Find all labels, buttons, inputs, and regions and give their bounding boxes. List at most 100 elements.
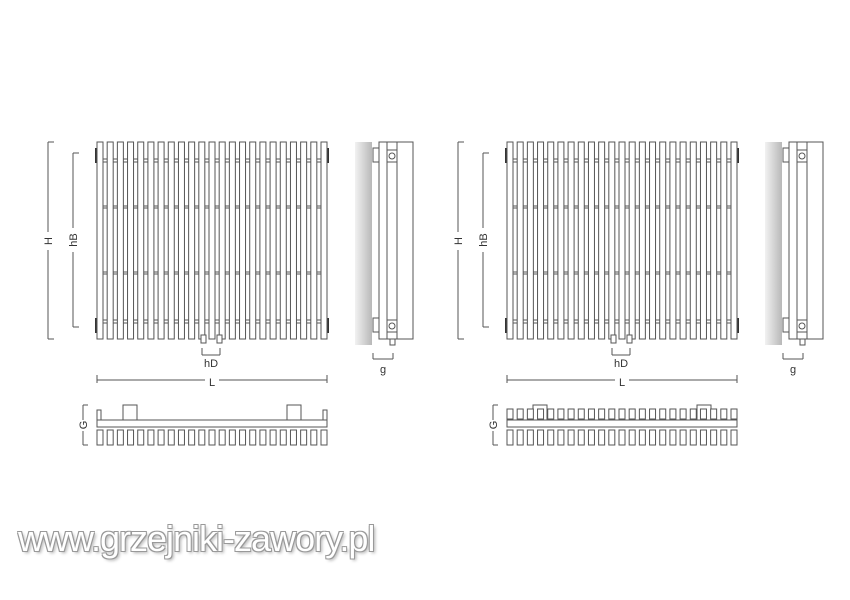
tube	[720, 141, 728, 340]
tube	[699, 141, 707, 340]
top-tube-back	[649, 408, 657, 420]
dimension-label-L: L	[619, 377, 625, 389]
bracket-block	[796, 319, 808, 333]
valve-connection	[200, 334, 207, 344]
top-tube-front	[669, 429, 677, 446]
top-tube-front	[177, 429, 185, 446]
tube	[618, 141, 626, 340]
tube	[557, 141, 565, 340]
top-tube-front	[239, 429, 247, 446]
top-tube-back	[608, 408, 616, 420]
tube	[679, 141, 687, 340]
top-tube-front	[699, 429, 707, 446]
top-tube-front	[157, 429, 165, 446]
tube	[116, 141, 124, 340]
top-tube-front	[537, 429, 545, 446]
bracket-block	[386, 149, 398, 163]
tube	[198, 141, 206, 340]
top-tube-back	[526, 408, 534, 420]
dimension-label-g: g	[380, 364, 386, 376]
tube	[669, 141, 677, 340]
top-tube-front	[506, 429, 514, 446]
top-tube-front	[106, 429, 114, 446]
wall	[765, 142, 782, 345]
top-tube-front	[208, 429, 216, 446]
top-tube-front	[188, 429, 196, 446]
top-tube-front	[710, 429, 718, 446]
tube	[167, 141, 175, 340]
bracket-screw	[388, 322, 396, 330]
top-tube-front	[659, 429, 667, 446]
top-tube-back	[628, 408, 636, 420]
tube	[259, 141, 267, 340]
dimension-label-G: G	[488, 421, 500, 430]
top-tube-front	[577, 429, 585, 446]
top-collector	[96, 419, 328, 428]
watermark: www.grzejniki-zawory.pl	[18, 518, 375, 559]
valve-connection	[626, 334, 633, 344]
wall	[355, 142, 372, 345]
top-tube-front	[638, 429, 646, 446]
tube	[239, 141, 247, 340]
valve-connection	[216, 334, 223, 344]
bracket-block	[796, 149, 808, 163]
top-tube-back	[537, 408, 545, 420]
dimension-label-L: L	[209, 377, 215, 389]
tube	[269, 141, 277, 340]
top-tube-back	[699, 408, 707, 420]
tube	[516, 141, 524, 340]
wall-bracket	[782, 147, 790, 163]
top-tube-front	[96, 429, 104, 446]
top-tube-front	[618, 429, 626, 446]
top-tube-front	[720, 429, 728, 446]
wall-bracket	[372, 147, 380, 163]
top-tube-front	[547, 429, 555, 446]
top-tube-front	[198, 429, 206, 446]
top-tube-front	[279, 429, 287, 446]
tube	[710, 141, 718, 340]
tube	[289, 141, 297, 340]
tube	[137, 141, 145, 340]
tube	[598, 141, 606, 340]
tube	[577, 141, 585, 340]
top-tube-back	[679, 408, 687, 420]
top-tube-back	[506, 408, 514, 420]
top-tube-front	[587, 429, 595, 446]
dimension-label-hB: hB	[478, 233, 490, 246]
wall-bracket	[782, 317, 790, 333]
top-tube-front	[310, 429, 318, 446]
top-tube-front	[289, 429, 297, 446]
tube	[587, 141, 595, 340]
tube	[96, 141, 104, 340]
tube	[279, 141, 287, 340]
top-tube-back	[669, 408, 677, 420]
top-tube-front	[249, 429, 257, 446]
tube	[689, 141, 697, 340]
tube	[506, 141, 514, 340]
top-tube-front	[127, 429, 135, 446]
top-tube-front	[567, 429, 575, 446]
top-tube-front	[137, 429, 145, 446]
top-tube-front	[320, 429, 328, 446]
top-tube-front	[116, 429, 124, 446]
tube	[526, 141, 534, 340]
top-tube-back	[720, 408, 728, 420]
tube	[228, 141, 236, 340]
top-bracket	[122, 404, 138, 421]
tube	[608, 141, 616, 340]
top-tube-back	[557, 408, 565, 420]
side-body	[788, 141, 824, 340]
dimension-label-H: H	[43, 237, 55, 245]
top-tube-front	[259, 429, 267, 446]
top-tube-back	[638, 408, 646, 420]
tube	[649, 141, 657, 340]
tube	[567, 141, 575, 340]
top-tube-front	[628, 429, 636, 446]
bracket-screw	[798, 152, 806, 160]
tube	[188, 141, 196, 340]
top-tube-back	[730, 408, 738, 420]
tube	[249, 141, 257, 340]
